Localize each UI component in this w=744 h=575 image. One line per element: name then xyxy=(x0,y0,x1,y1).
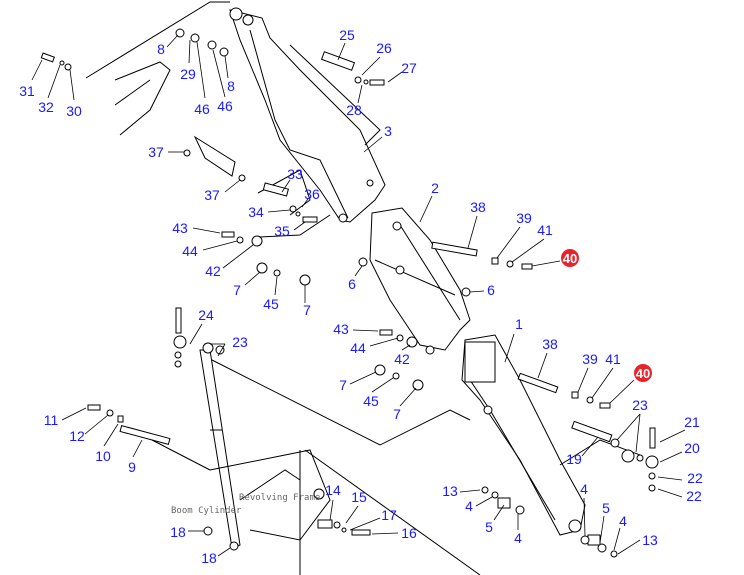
callout-label[interactable]: 11 xyxy=(44,412,59,428)
callout-label[interactable]: 42 xyxy=(394,351,410,367)
callout-label[interactable]: 34 xyxy=(248,204,264,220)
callout-label-highlighted[interactable]: 40 xyxy=(636,366,650,381)
callout-label[interactable]: 5 xyxy=(602,500,610,516)
callout-label[interactable]: 6 xyxy=(348,276,356,292)
callout-label[interactable]: 4 xyxy=(619,513,627,529)
callout-label[interactable]: 1 xyxy=(515,316,523,332)
callout-label[interactable]: 13 xyxy=(642,532,658,548)
callout-label[interactable]: 20 xyxy=(684,440,700,456)
callout-label[interactable]: 9 xyxy=(128,459,136,475)
callout-label[interactable]: 8 xyxy=(227,78,235,94)
callout-label[interactable]: 15 xyxy=(351,489,367,505)
callout-label[interactable]: 37 xyxy=(204,187,220,203)
callout-label[interactable]: 25 xyxy=(339,27,355,43)
callout-label[interactable]: 19 xyxy=(566,451,582,467)
boom-line-art xyxy=(40,1,659,575)
callout-label-highlighted[interactable]: 40 xyxy=(563,251,577,266)
highlight-marker[interactable] xyxy=(634,364,652,382)
callout-label[interactable]: 35 xyxy=(274,223,290,239)
callout-label[interactable]: 33 xyxy=(287,166,303,182)
callout-label[interactable]: 18 xyxy=(201,550,217,566)
callout-label[interactable]: 13 xyxy=(442,483,458,499)
callout-label[interactable]: 39 xyxy=(516,210,532,226)
callout-label[interactable]: 7 xyxy=(339,377,347,393)
callout-label[interactable]: 41 xyxy=(605,351,621,367)
callout-label[interactable]: 3 xyxy=(384,123,392,139)
callout-label[interactable]: 37 xyxy=(148,144,164,160)
callout-label[interactable]: 29 xyxy=(180,66,196,82)
callout-label[interactable]: 45 xyxy=(263,296,279,312)
callout-label[interactable]: 7 xyxy=(233,282,241,298)
callout-label[interactable]: 27 xyxy=(401,60,417,76)
callout-label[interactable]: 21 xyxy=(684,414,700,430)
revolving-frame-caption: Revolving Frame xyxy=(239,493,320,503)
callout-label[interactable]: 36 xyxy=(304,186,320,202)
callout-label[interactable]: 6 xyxy=(487,282,495,298)
callout-label[interactable]: 23 xyxy=(232,334,248,350)
callout-label[interactable]: 32 xyxy=(38,99,54,115)
callout-label[interactable]: 41 xyxy=(537,222,553,238)
callout-label[interactable]: 45 xyxy=(363,393,379,409)
callout-label[interactable]: 18 xyxy=(170,524,186,540)
callout-label[interactable]: 30 xyxy=(66,103,82,119)
callout-label[interactable]: 38 xyxy=(542,336,558,352)
callout-label[interactable]: 28 xyxy=(346,102,362,118)
callout-label[interactable]: 44 xyxy=(182,243,198,259)
boom-cylinder-caption: Boom Cylinder xyxy=(171,506,242,516)
callout-label[interactable]: 31 xyxy=(19,83,35,99)
callout-label[interactable]: 5 xyxy=(485,519,493,535)
callout-label[interactable]: 14 xyxy=(325,482,341,498)
callout-label[interactable]: 8 xyxy=(157,41,165,57)
callout-label[interactable]: 46 xyxy=(194,101,210,117)
callout-label[interactable]: 10 xyxy=(95,448,111,464)
callout-label[interactable]: 43 xyxy=(172,220,188,236)
callout-label[interactable]: 46 xyxy=(217,98,233,114)
callout-label[interactable]: 7 xyxy=(303,302,311,318)
callout-label[interactable]: 38 xyxy=(470,199,486,215)
callout-label[interactable]: 39 xyxy=(582,351,598,367)
leader-lines xyxy=(31,34,686,557)
callout-label[interactable]: 22 xyxy=(686,488,702,504)
callout-label[interactable]: 4 xyxy=(580,481,588,497)
callout-label[interactable]: 22 xyxy=(687,470,703,486)
callout-label[interactable]: 26 xyxy=(376,40,392,56)
callout-label[interactable]: 42 xyxy=(205,263,221,279)
callout-label[interactable]: 4 xyxy=(514,530,522,546)
callout-label[interactable]: 24 xyxy=(198,307,214,323)
callout-label[interactable]: 44 xyxy=(350,340,366,356)
callout-label[interactable]: 2 xyxy=(431,180,439,196)
callout-label[interactable]: 7 xyxy=(393,406,401,422)
callout-label[interactable]: 23 xyxy=(632,397,648,413)
callout-label[interactable]: 17 xyxy=(381,507,397,523)
callout-label[interactable]: 43 xyxy=(333,321,349,337)
callout-label[interactable]: 12 xyxy=(69,428,85,444)
highlight-marker[interactable] xyxy=(561,249,579,267)
callout-label[interactable]: 16 xyxy=(401,525,417,541)
callout-label[interactable]: 4 xyxy=(465,498,473,514)
callout-labels: 25 26 27 28 8 29 8 46 46 31 32 30 3 37 3… xyxy=(19,27,703,566)
